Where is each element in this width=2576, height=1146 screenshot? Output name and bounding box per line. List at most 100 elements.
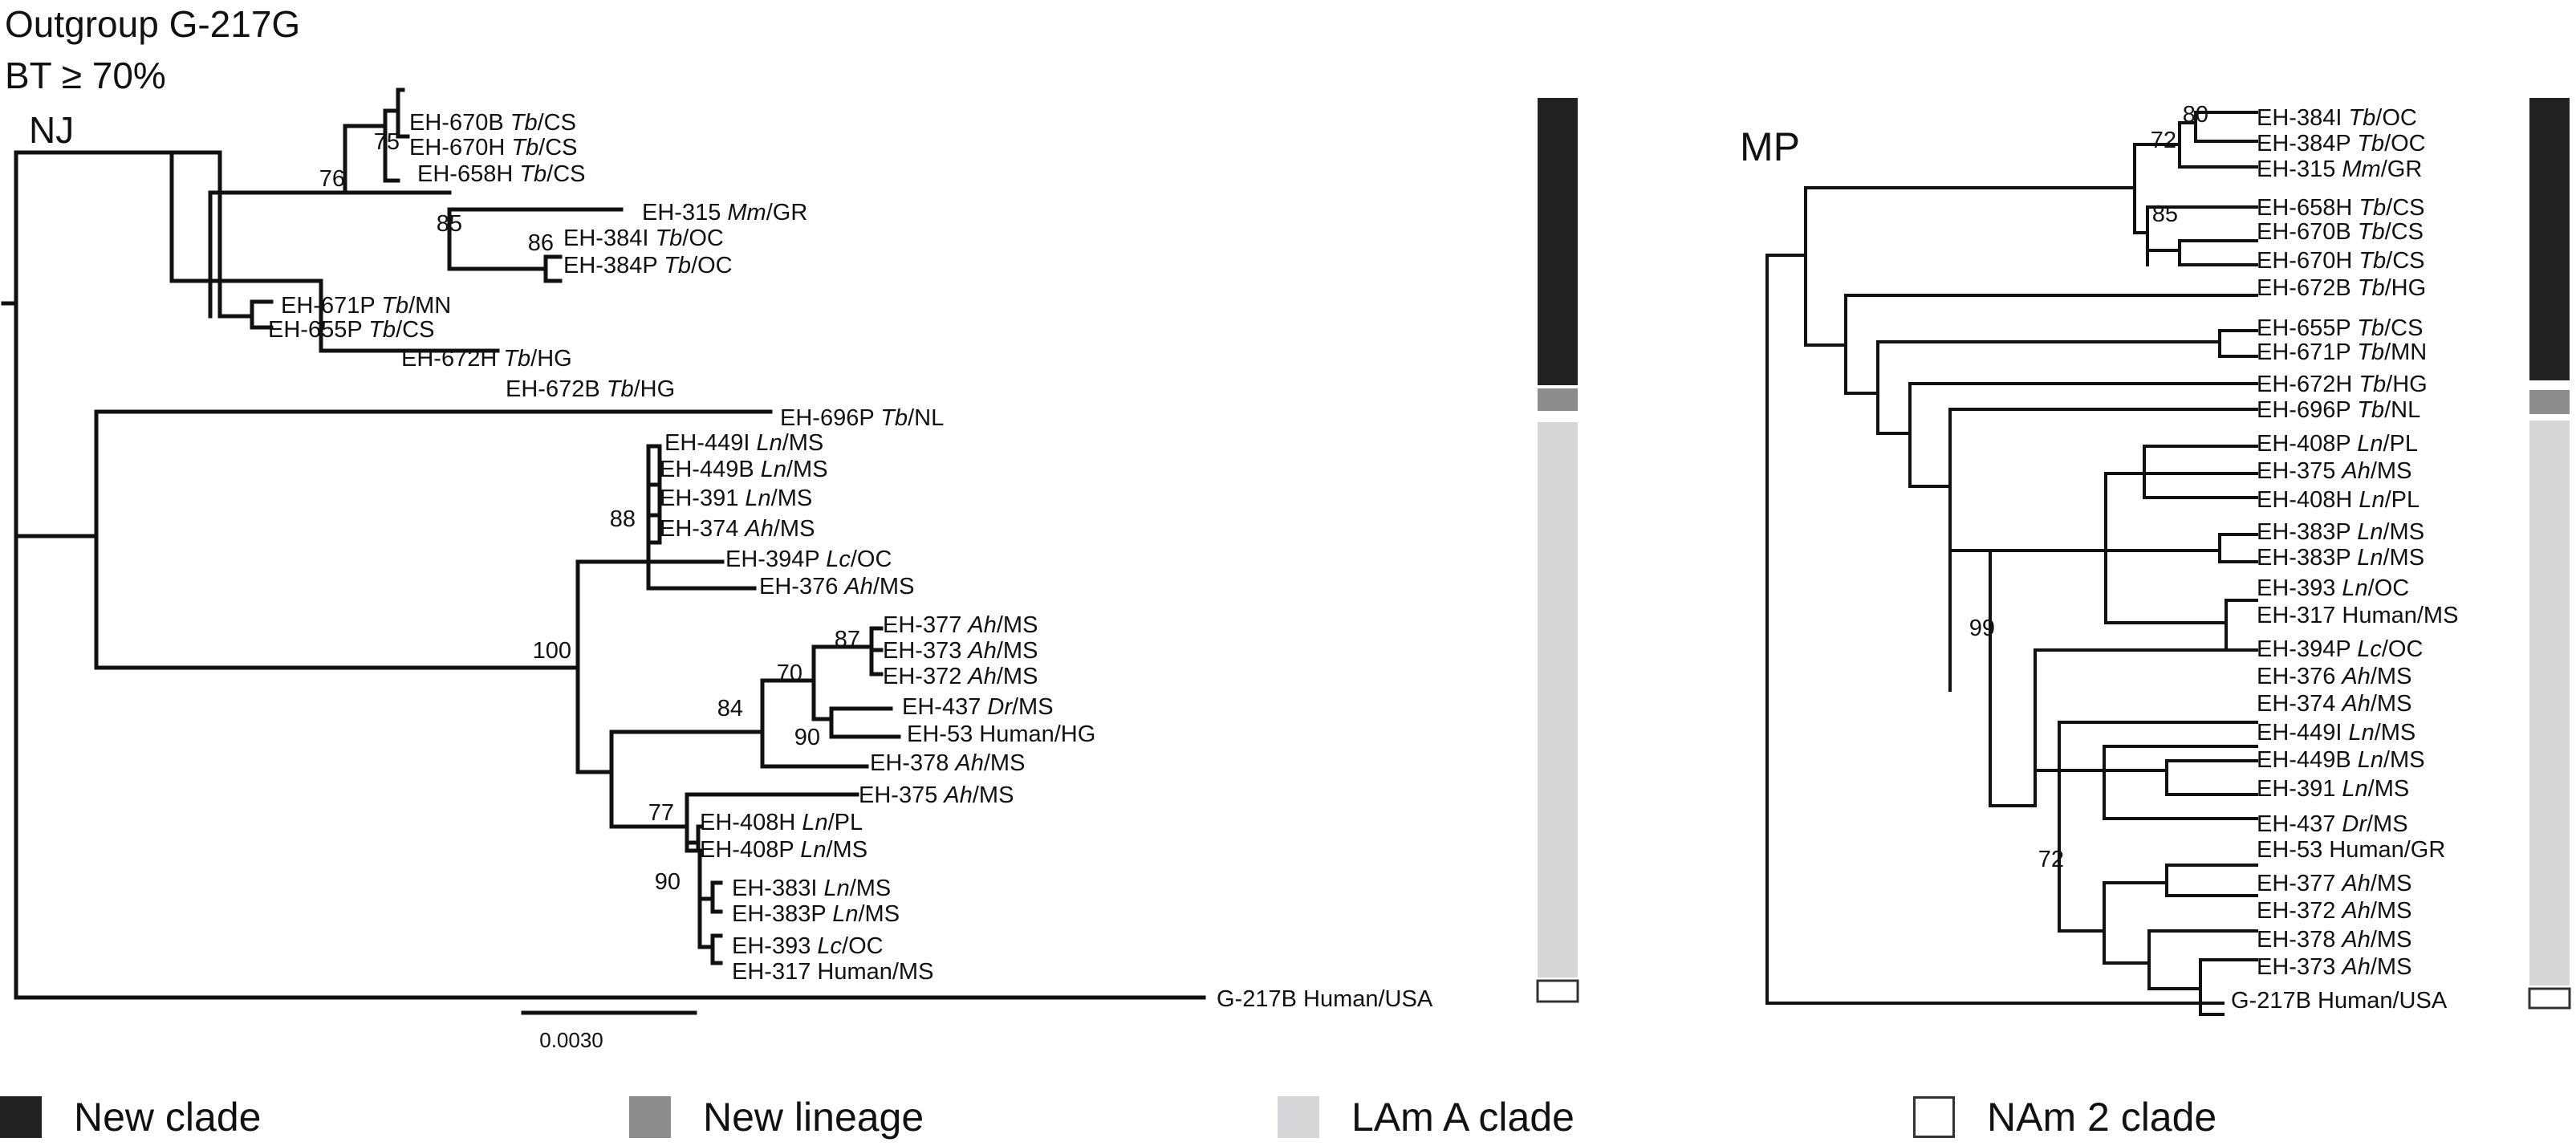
taxon-label: EH-317 Human/MS xyxy=(2257,603,2458,628)
taxon-id: EH-378 xyxy=(2257,927,2342,953)
taxon-origin: /MS xyxy=(782,430,824,456)
taxon-species: Tb xyxy=(607,376,634,402)
taxon-label: EH-394P Lc/OC xyxy=(2257,636,2423,662)
taxon-id: EH-377 xyxy=(883,612,968,638)
taxon-id: EH-383P xyxy=(2257,519,2357,545)
taxon-label: EH-375 Ah/MS xyxy=(2257,458,2411,484)
taxon-id: EH-408H xyxy=(2257,487,2359,513)
taxon-label: EH-672H Tb/HG xyxy=(401,346,572,372)
taxon-species: Tb xyxy=(2357,339,2384,365)
bootstrap-value: 80 xyxy=(2183,102,2208,128)
taxon-id: EH-449I xyxy=(664,430,756,456)
taxon-origin: /PL xyxy=(2385,487,2420,513)
taxon-label: EH-408P Ln/MS xyxy=(700,837,867,863)
taxon-label: EH-374 Ah/MS xyxy=(660,516,815,542)
taxon-label: EH-315 Mm/GR xyxy=(2257,156,2422,182)
taxon-id: EH-53 Human/GR xyxy=(2257,837,2445,863)
taxon-label: EH-53 Human/HG xyxy=(907,721,1095,747)
taxon-id: EH-394P xyxy=(725,547,826,572)
taxon-label: EH-315 Mm/GR xyxy=(642,200,807,226)
taxon-origin: /OC xyxy=(2375,105,2417,131)
taxon-species: Ah xyxy=(843,574,872,599)
taxon-label: EH-670B Tb/CS xyxy=(2257,219,2424,245)
taxon-species: Ah xyxy=(2340,898,2370,924)
taxon-label: EH-449I Ln/MS xyxy=(664,430,823,456)
taxon-species: Ah xyxy=(966,664,996,689)
taxon-id: EH-672B xyxy=(2257,275,2358,301)
taxon-label: EH-658H Tb/CS xyxy=(2257,195,2425,221)
taxon-label: EH-372 Ah/MS xyxy=(883,664,1038,689)
taxon-species: Dr xyxy=(987,694,1013,720)
bootstrap-value: 76 xyxy=(319,166,345,192)
taxon-origin: /MS xyxy=(771,486,813,511)
taxon-species: Tb xyxy=(2359,372,2386,397)
taxon-id: EH-373 xyxy=(883,638,968,664)
taxon-label: EH-393 Ln/OC xyxy=(2257,575,2409,601)
taxon-origin: /MS xyxy=(2371,458,2412,484)
taxon-species: Ln xyxy=(745,486,770,511)
taxon-id: EH-437 xyxy=(902,694,987,720)
taxon-label: EH-670H Tb/CS xyxy=(409,135,578,161)
taxon-label: EH-384P Tb/OC xyxy=(563,253,733,278)
taxon-id: EH-374 xyxy=(660,516,745,542)
taxon-species: Ln xyxy=(2342,575,2367,601)
taxon-origin: /MS xyxy=(2371,664,2412,689)
taxon-origin: /OC xyxy=(851,547,892,572)
taxon-origin: /MS xyxy=(2375,720,2416,746)
taxon-origin: /MS xyxy=(997,638,1038,664)
taxon-origin: /MS xyxy=(2371,927,2412,953)
taxon-id: EH-670B xyxy=(409,110,510,136)
taxon-id: EH-670H xyxy=(2257,248,2359,274)
taxon-id: EH-408P xyxy=(700,837,800,863)
taxon-label: EH-384I Tb/OC xyxy=(2257,105,2417,131)
taxon-label: EH-394P Lc/OC xyxy=(725,547,892,572)
taxon-origin: /CS xyxy=(2385,219,2424,245)
taxon-label: EH-375 Ah/MS xyxy=(859,782,1014,808)
bootstrap-value: 85 xyxy=(437,211,462,237)
taxon-id: EH-696P xyxy=(780,405,880,431)
bootstrap-threshold: BT ≥ 70% xyxy=(5,55,166,96)
taxon-species: Tb xyxy=(2358,275,2385,301)
taxon-origin: /MS xyxy=(2367,811,2408,837)
taxon-id: EH-672B xyxy=(506,376,607,402)
taxon-origin: /CS xyxy=(2384,315,2423,341)
taxon-label: EH-696P Tb/NL xyxy=(2257,397,2420,423)
taxon-id: G-217B Human/USA xyxy=(1217,986,1433,1012)
taxon-label: EH-374 Ah/MS xyxy=(2257,691,2411,717)
taxon-id: EH-671P xyxy=(2257,339,2357,365)
taxon-id: EH-655P xyxy=(268,317,368,343)
taxon-id: EH-383I xyxy=(732,876,823,901)
taxon-id: EH-378 xyxy=(870,750,955,776)
taxon-id: EH-372 xyxy=(2257,898,2342,924)
taxon-id: EH-394P xyxy=(2257,636,2357,662)
taxon-species: Ah xyxy=(966,612,996,638)
taxon-species: Ah xyxy=(2340,664,2370,689)
legend-label: NAm 2 clade xyxy=(1987,1095,2217,1140)
taxon-species: Ln xyxy=(2358,747,2383,773)
mp-bar-lam-a xyxy=(2529,421,2570,985)
taxon-species: Tb xyxy=(2357,397,2384,423)
legend-new-lineage: New lineage xyxy=(629,1095,924,1140)
taxon-species: Ln xyxy=(802,810,827,835)
taxon-id: EH-384I xyxy=(2257,105,2348,131)
taxon-species: Tb xyxy=(2357,131,2384,156)
taxon-id: EH-658H xyxy=(2257,195,2359,221)
taxon-origin: /NL xyxy=(908,405,944,431)
taxon-label: EH-377 Ah/MS xyxy=(2257,871,2411,896)
taxon-species: Ln xyxy=(761,457,786,482)
taxon-label: EH-449B Ln/MS xyxy=(2257,747,2425,773)
bootstrap-value: 84 xyxy=(717,696,743,721)
taxon-species: Tb xyxy=(2358,219,2385,245)
taxon-label: EH-377 Ah/MS xyxy=(883,612,1038,638)
taxon-label: EH-384P Tb/OC xyxy=(2257,131,2426,156)
taxon-origin: /MS xyxy=(2371,954,2412,980)
taxon-label: EH-391 Ln/MS xyxy=(660,486,812,511)
taxon-label: G-217B Human/USA xyxy=(2231,988,2448,1014)
taxon-origin: /NL xyxy=(2384,397,2420,423)
taxon-origin: /MS xyxy=(873,574,915,599)
taxon-id: EH-658H xyxy=(417,161,519,187)
